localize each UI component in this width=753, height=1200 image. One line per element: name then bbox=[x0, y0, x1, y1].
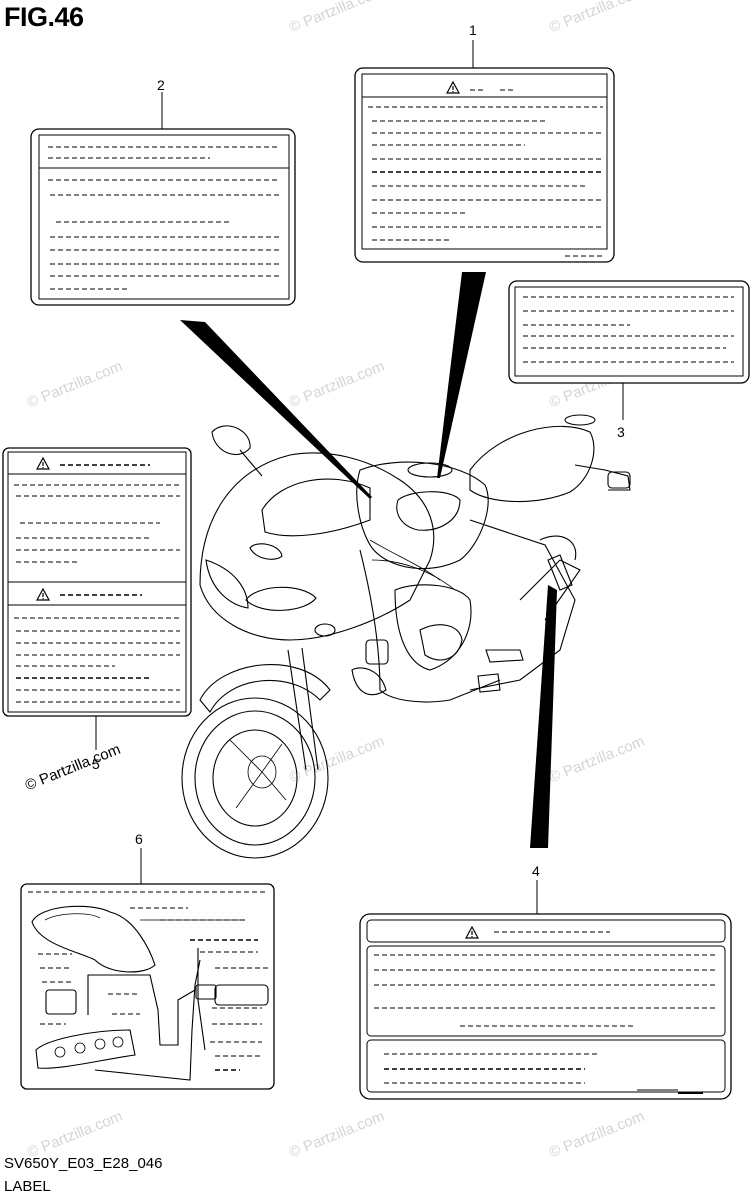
callout-4[interactable]: 4 bbox=[532, 863, 540, 879]
callout-5[interactable]: 5 bbox=[92, 756, 100, 772]
label-3[interactable] bbox=[508, 280, 750, 384]
callout-6[interactable]: 6 bbox=[135, 831, 143, 847]
callout-2[interactable]: 2 bbox=[157, 77, 165, 93]
part-code: SV650Y_E03_E28_046 bbox=[4, 1155, 163, 1172]
label-6[interactable] bbox=[20, 883, 275, 1090]
label-2[interactable] bbox=[30, 128, 296, 306]
label-5[interactable] bbox=[2, 447, 192, 717]
callout-1[interactable]: 1 bbox=[469, 22, 477, 38]
callout-3[interactable]: 3 bbox=[617, 424, 625, 440]
label-1[interactable] bbox=[354, 67, 615, 263]
motorcycle-illustration bbox=[181, 414, 631, 859]
label-4[interactable] bbox=[359, 913, 732, 1100]
part-name: LABEL bbox=[4, 1178, 51, 1195]
figure-title: FIG.46 bbox=[4, 2, 84, 32]
